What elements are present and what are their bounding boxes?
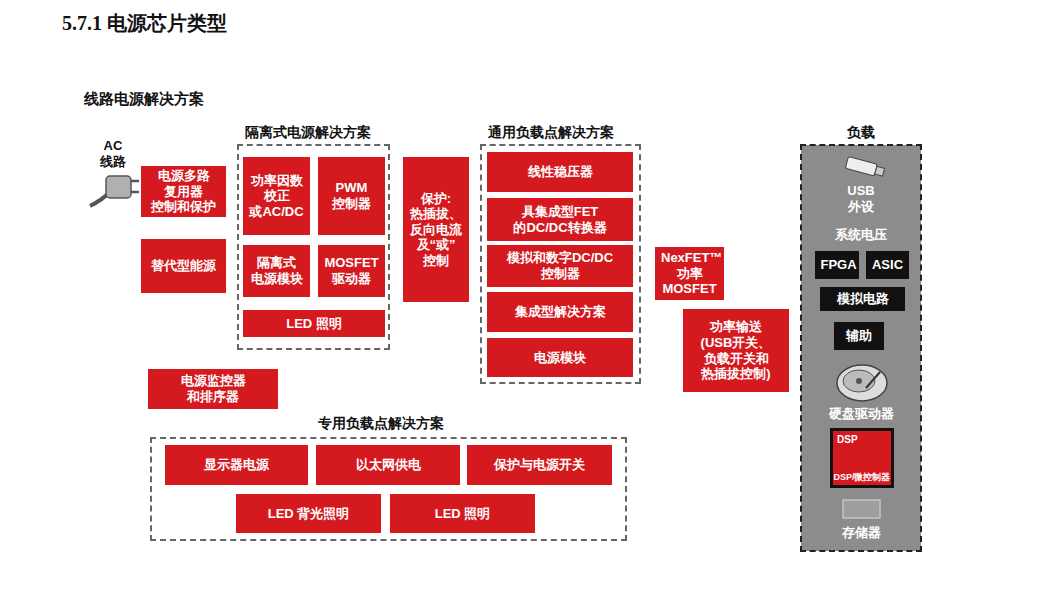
box-label: 集成型解决方案 xyxy=(515,304,606,320)
solution-box: 保护: 热插拔、 反向电流 及“或” 控制 xyxy=(403,157,469,302)
box-label: 模拟电路 xyxy=(837,291,889,307)
solution-box: LED 背光照明 xyxy=(236,494,381,533)
box-label: 辅助 xyxy=(846,328,872,344)
box-label: LED 照明 xyxy=(286,316,342,332)
usb-stick-icon xyxy=(845,157,885,178)
solution-box: 电源多路 复用器 控制和保护 xyxy=(141,166,226,217)
solution-box: PWM 控制器 xyxy=(318,157,385,235)
memory-icon xyxy=(843,500,880,518)
solution-box: 功率输送 (USB开关、 负载开关和 热插拔控制) xyxy=(683,309,789,392)
load-panel: 负载USB 外设系统电压硬盘驱动器存储器FPGAASIC模拟电路辅助DSPDSP… xyxy=(800,144,922,552)
box-label: ASIC xyxy=(872,257,903,273)
solution-group: 通用负载点解决方案线性稳压器具集成型FET 的DC/DC转换器模拟和数字DC/D… xyxy=(480,144,641,384)
dsp-chip: DSP DSP/微控制器 xyxy=(830,428,894,488)
solution-box: NexFET™ 功率 MOSFET xyxy=(655,247,724,300)
solution-box: 显示器电源 xyxy=(165,445,308,485)
solution-box: 集成型解决方案 xyxy=(487,292,633,332)
solution-box: 功率因数 校正 或AC/DC xyxy=(243,157,310,235)
hard-disk-icon xyxy=(837,365,887,401)
panel-label: 系统电压 xyxy=(802,227,920,243)
box-label: 模拟和数字DC/DC 控制器 xyxy=(491,250,629,281)
box-label: 功率输送 (USB开关、 负载开关和 热插拔控制) xyxy=(687,319,785,381)
solution-box: 电源监控器 和排序器 xyxy=(148,369,278,409)
box-label: FPGA xyxy=(821,257,854,273)
box-label: 线性稳压器 xyxy=(528,164,593,180)
solution-box: 以太网供电 xyxy=(316,445,460,485)
section-title: 5.7.1 电源芯片类型 xyxy=(62,10,227,37)
group-heading: 专用负载点解决方案 xyxy=(318,415,444,432)
load-box: ASIC xyxy=(866,251,909,279)
box-label: PWM 控制器 xyxy=(322,180,381,211)
solution-group: 隔离式电源解决方案功率因数 校正 或AC/DCPWM 控制器隔离式 电源模块MO… xyxy=(237,144,390,350)
panel-label: 存储器 xyxy=(802,525,920,541)
solution-box: 替代型能源 xyxy=(141,239,226,293)
box-label: 隔离式 电源模块 xyxy=(247,255,306,286)
panel-label: 硬盘驱动器 xyxy=(802,406,920,422)
box-label: 显示器电源 xyxy=(204,457,269,473)
solution-box: 模拟和数字DC/DC 控制器 xyxy=(487,245,633,287)
group-heading: 隔离式电源解决方案 xyxy=(245,124,371,141)
solution-group: 专用负载点解决方案显示器电源以太网供电保护与电源开关LED 背光照明LED 照明 xyxy=(150,437,627,541)
box-label: 保护: 热插拔、 反向电流 及“或” 控制 xyxy=(407,191,465,269)
load-box: 辅助 xyxy=(834,322,884,350)
box-label: 功率因数 校正 或AC/DC xyxy=(247,173,306,220)
box-label: 电源模块 xyxy=(534,350,586,366)
box-label: 保护与电源开关 xyxy=(494,457,585,473)
solution-box: 电源模块 xyxy=(487,338,633,377)
box-label: NexFET™ 功率 MOSFET xyxy=(661,250,718,297)
solution-box: 具集成型FET 的DC/DC转换器 xyxy=(487,198,633,241)
box-label: 具集成型FET 的DC/DC转换器 xyxy=(491,204,629,235)
box-label: LED 背光照明 xyxy=(268,506,350,522)
chip-label: DSP/微控制器 xyxy=(833,472,891,483)
panel-heading: 负载 xyxy=(802,124,920,141)
solution-box: 隔离式 电源模块 xyxy=(243,245,310,297)
box-label: MOSFET 驱动器 xyxy=(322,255,381,286)
solution-box: 线性稳压器 xyxy=(487,152,633,192)
box-label: 替代型能源 xyxy=(151,258,216,274)
load-box: FPGA xyxy=(815,251,859,279)
box-label: 电源监控器 和排序器 xyxy=(168,373,258,404)
solution-box: MOSFET 驱动器 xyxy=(318,245,385,297)
region-heading: 线路电源解决方案 xyxy=(84,90,204,108)
group-heading: 通用负载点解决方案 xyxy=(488,124,614,141)
box-label: 电源多路 复用器 控制和保护 xyxy=(145,168,222,215)
chip-label: DSP xyxy=(837,434,858,446)
ac-line-label: AC 线路 xyxy=(96,138,130,169)
load-panel-fill xyxy=(801,145,921,551)
box-label: 以太网供电 xyxy=(356,457,421,473)
solution-box: LED 照明 xyxy=(390,494,535,533)
panel-label: USB 外设 xyxy=(841,183,881,214)
solution-box: 保护与电源开关 xyxy=(467,445,612,485)
solution-box: LED 照明 xyxy=(243,310,385,337)
ac-plug-icon xyxy=(90,176,139,206)
box-label: LED 照明 xyxy=(435,506,491,522)
load-box: 模拟电路 xyxy=(820,287,905,311)
